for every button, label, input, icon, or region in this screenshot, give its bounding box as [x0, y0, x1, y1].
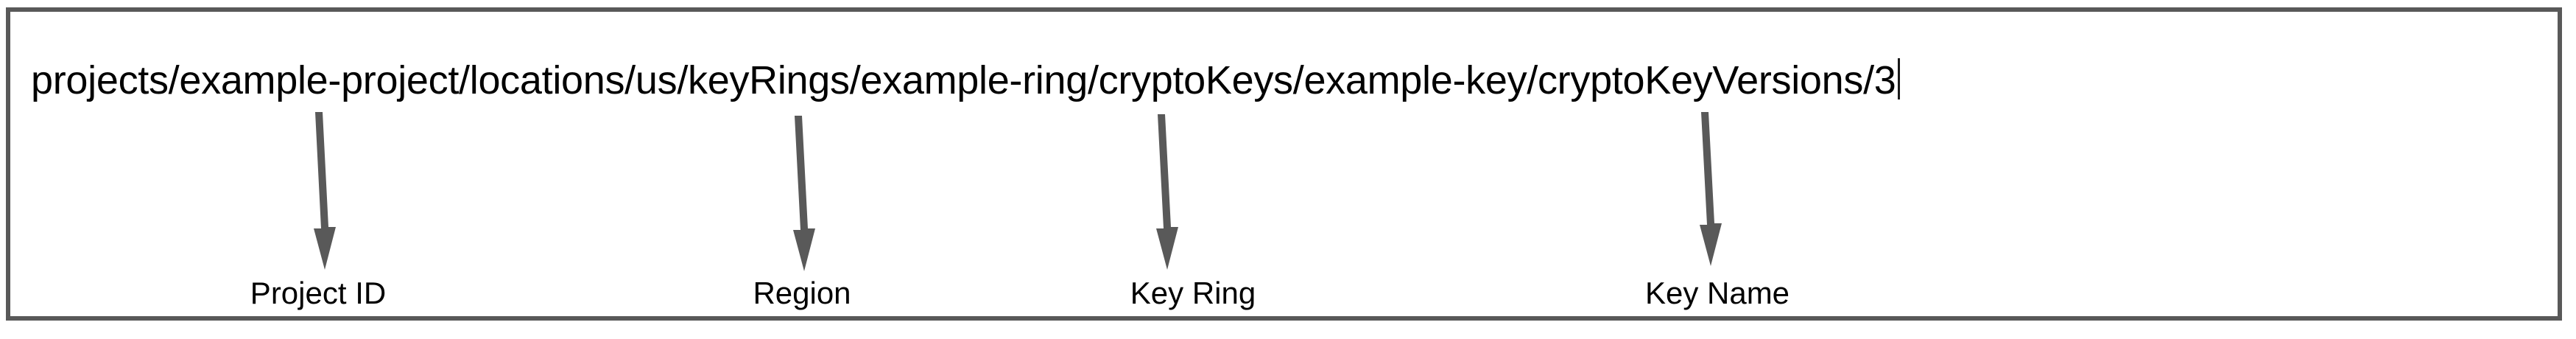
- resource-path-text[interactable]: projects/example-project/locations/us/ke…: [31, 58, 1896, 102]
- text-caret: [1897, 58, 1900, 99]
- resource-path-textbox[interactable]: projects/example-project/locations/us/ke…: [6, 7, 2562, 321]
- resource-path-row: projects/example-project/locations/us/ke…: [31, 52, 1900, 104]
